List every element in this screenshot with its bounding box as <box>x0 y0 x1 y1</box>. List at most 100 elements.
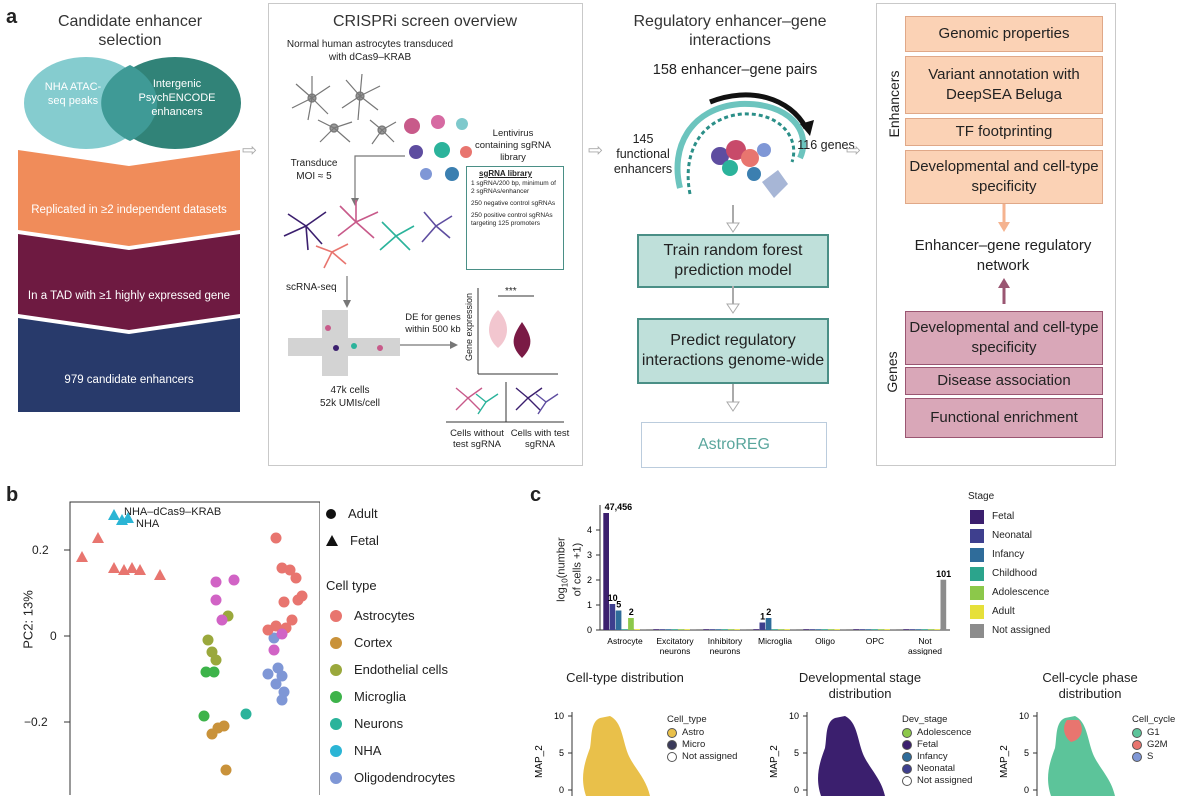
pca-point <box>268 644 280 656</box>
bar <box>928 629 934 630</box>
arrow-right-2: ⇨ <box>588 140 604 160</box>
stage-legend-item: Adult <box>970 602 1050 621</box>
pca-annot-nha: NHA <box>136 518 160 530</box>
bar-category-label: neurons <box>660 646 691 655</box>
umap-ytick: 10 <box>554 711 564 721</box>
umap-ytick: 10 <box>789 711 799 721</box>
umap-legend-label: Adolescence <box>917 727 972 738</box>
celltype-legend-item: NHA <box>330 737 455 764</box>
umap-cloud <box>818 716 885 796</box>
bar-ytick-label: 0 <box>587 625 592 635</box>
stage-legend-item: Childhood <box>970 564 1050 583</box>
de-label: DE for genes within 500 kb <box>405 312 461 335</box>
pca-point <box>240 708 252 720</box>
stage-legend-item: Fetal <box>970 507 1050 526</box>
lentivirus-label: Lentivirus containing sgRNA library <box>474 128 552 163</box>
legend-dot-icon <box>902 739 912 750</box>
bar <box>734 629 740 630</box>
bar <box>821 629 828 630</box>
celltype-name: NHA <box>354 743 382 758</box>
predict-box: Predict regulatory interactions genome-w… <box>637 318 829 384</box>
crispri-title: CRISPRi screen overview <box>332 13 518 30</box>
stage-name: Adult <box>992 606 1015 617</box>
umap-legend-label: G2M <box>1147 739 1168 750</box>
umis-label: 52k UMIs/cell <box>319 398 380 409</box>
legend-dot-icon <box>330 690 342 703</box>
step-replicated: Replicated in ≥2 independent datasets <box>31 204 227 216</box>
gene-expression-ylabel: Gene expression <box>464 292 474 362</box>
transduce-arrow <box>351 155 405 206</box>
bar <box>715 629 722 630</box>
cells-count: 47k cells 52k UMIs/cell <box>300 384 400 410</box>
pca-point <box>276 670 288 682</box>
legend-swatch-icon <box>970 566 984 581</box>
legend-dot-icon <box>902 727 912 738</box>
legend-fetal: Fetal <box>326 527 379 554</box>
arrow-down-2 <box>726 286 740 314</box>
bar <box>659 629 666 630</box>
umap-legend-item: G1 <box>1132 727 1160 738</box>
bar <box>940 579 947 630</box>
bar <box>909 629 916 630</box>
bar-data-label: 101 <box>936 569 951 579</box>
panel-label-a: a <box>6 6 18 28</box>
umap-title: Developmental stage distribution <box>798 670 922 701</box>
shape-legend: Adult Fetal <box>326 500 379 554</box>
sgrna-library-box: sgRNA library 1 sgRNA/200 bp, minimum of… <box>466 166 564 270</box>
umap-ytick: 5 <box>559 748 564 758</box>
droplet-chip <box>288 310 400 376</box>
bar-data-label: 47,456 <box>605 502 633 512</box>
bar <box>740 629 747 630</box>
bar <box>603 513 609 630</box>
genomic-properties-box: Genomic properties <box>905 16 1103 52</box>
celltype-legend-item: Astrocytes <box>330 602 455 629</box>
pca-point <box>208 666 220 678</box>
bar <box>865 629 872 630</box>
pca-point-fetal <box>154 569 166 580</box>
stage-name: Adolescence <box>992 587 1050 598</box>
stage-name: Childhood <box>992 568 1038 579</box>
bar <box>665 629 672 630</box>
pca-point-fetal <box>108 562 120 573</box>
legend-swatch-icon <box>970 528 984 543</box>
bar <box>815 629 822 630</box>
umap-ytick: 5 <box>1024 748 1029 758</box>
bar-category-label: Microglia <box>758 636 792 646</box>
pca-point <box>220 764 232 776</box>
step-tad: In a TAD with ≥1 highly expressed gene <box>27 290 231 302</box>
bar-data-label: 2 <box>629 607 634 617</box>
bar <box>703 629 709 630</box>
disease-association-box: Disease association <box>905 367 1103 395</box>
candidate-title: Candidate enhancer selection <box>57 13 203 49</box>
bar <box>771 629 778 630</box>
bar <box>884 629 890 630</box>
umap-cloud <box>1048 716 1115 796</box>
bar <box>778 629 784 630</box>
bar <box>609 604 616 630</box>
pca-point-nha <box>108 509 120 520</box>
astroreg-box: AstroREG <box>641 422 827 468</box>
panel-label-b: b <box>6 484 19 506</box>
cells-without-label: Cells without test sgRNA <box>450 428 504 450</box>
bar-category-label: OPC <box>866 636 884 646</box>
umap-legend-label: G1 <box>1147 727 1160 738</box>
stage-legend-item: Adolescence <box>970 583 1050 602</box>
bar <box>790 629 797 630</box>
sgrna-library-title: sgRNA library <box>479 169 533 178</box>
umap-legend-label: Not assigned <box>682 751 738 762</box>
pca-point <box>198 710 210 722</box>
celltype-name: Astrocytes <box>354 608 415 623</box>
bar-category-label: Astrocyte <box>607 636 643 646</box>
bar-ytick-label: 2 <box>587 575 592 585</box>
pca-point-nha <box>122 512 134 523</box>
legend-dot-icon <box>902 763 912 774</box>
umap-ytick: 0 <box>794 785 799 795</box>
umap-legend-item: G2M <box>1132 739 1168 750</box>
umap-legend-item: Adolescence <box>902 727 971 738</box>
bar <box>621 629 628 630</box>
sgrna-item-2: 250 negative control sgRNAs <box>471 200 556 207</box>
celltype-name: Endothelial cells <box>354 662 448 677</box>
bar <box>853 629 859 630</box>
